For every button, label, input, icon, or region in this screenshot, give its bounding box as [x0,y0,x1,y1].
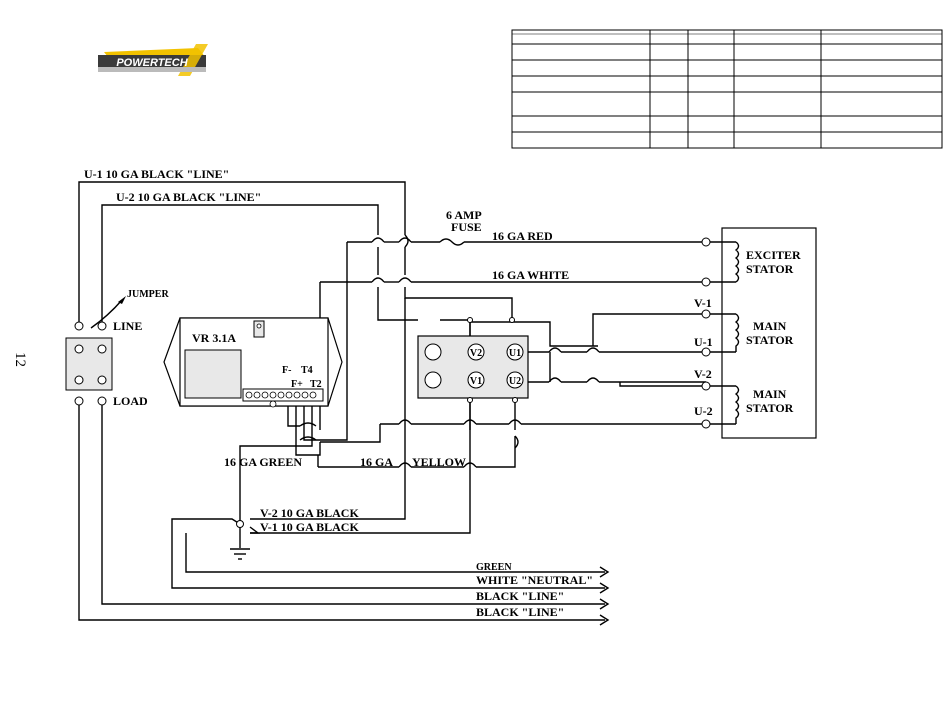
v1-stator-label: V-1 [694,296,712,310]
jumper-label: JUMPER [127,289,169,300]
u2-line-label: U-2 10 GA BLACK "LINE" [116,190,261,204]
out-black1-label: BLACK "LINE" [476,589,564,603]
voltage-regulator [163,317,343,408]
f-minus-label: F- [282,365,291,376]
terminal-v1-label: V1 [470,376,482,387]
out-green-label: GREEN [476,562,512,573]
terminal-dots [467,317,518,403]
wire-crossings [299,237,600,468]
terminal-u2-label: U2 [509,376,521,387]
exciter-label-2: STATOR [746,262,794,276]
output-arrows [599,566,610,626]
yellow-gauge-label: 16 GA [360,455,393,469]
powertech-logo: POWERTECH [98,44,208,76]
v2-stator-label: V-2 [694,367,712,381]
f-plus-label: F+ [291,379,303,390]
white-wire-label: 16 GA WHITE [492,268,569,282]
terminal-v2-label: V2 [470,348,482,359]
main-stator2-label-1: MAIN [753,387,787,401]
yellow-wire-label: YELLOW [412,455,466,469]
page-number: 12 [12,352,28,367]
fuse-rating-label: 6 AMP [446,208,482,222]
main-stator1-label-2: STATOR [746,333,794,347]
logo-text: POWERTECH [116,57,188,69]
spec-table [511,29,943,149]
out-white-label: WHITE "NEUTRAL" [476,573,593,587]
t2-label: T2 [310,379,322,390]
out-black2-label: BLACK "LINE" [476,605,564,619]
circuit-breaker [65,321,113,406]
ground-junction [236,520,244,528]
stator-box [701,227,817,439]
terminal-block [417,335,529,399]
exciter-label-1: EXCITER [746,248,801,262]
fuse-label: FUSE [451,220,482,234]
t4-label: T4 [301,365,313,376]
u1-stator-label: U-1 [694,335,713,349]
jumper-arrow-icon [118,296,126,304]
v2-black-label: V-2 10 GA BLACK [260,506,359,520]
main-stator1-label-1: MAIN [753,319,787,333]
u1-line-label: U-1 10 GA BLACK "LINE" [84,167,229,181]
load-label: LOAD [113,394,148,408]
v1-black-label: V-1 10 GA BLACK [260,520,359,534]
line-label: LINE [113,319,142,333]
red-wire-label: 16 GA RED [492,229,553,243]
green-wire-label: 16 GA GREEN [224,455,302,469]
vr-label: VR 3.1A [192,331,236,345]
main-stator2-label-2: STATOR [746,401,794,415]
u2-stator-label: U-2 [694,404,713,418]
ground-icon [230,548,250,560]
terminal-u1-label: U1 [509,348,521,359]
wires [78,181,706,621]
